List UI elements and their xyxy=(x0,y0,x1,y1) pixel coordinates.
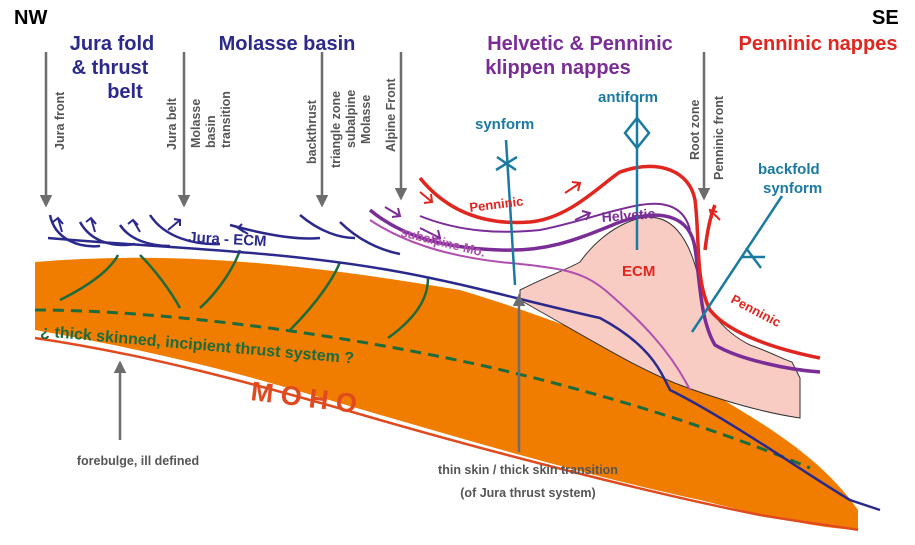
jura-heading-3: belt xyxy=(107,81,143,103)
jura-heading-2: & thrust xyxy=(72,57,149,79)
molasse-transition-label-1: Molasse xyxy=(189,99,203,148)
penninic-heading: Penninic nappes xyxy=(739,33,898,55)
penninic-front-label: Penninic front xyxy=(712,95,726,180)
backthrust-label: backthrust xyxy=(305,99,319,164)
synform-label: synform xyxy=(475,116,534,133)
triangle-label-2: subalpine xyxy=(344,90,358,148)
transition-label-2: (of Jura thrust system) xyxy=(460,486,595,500)
jura-ecm-label: Jura - ECM xyxy=(188,229,267,250)
alpine-front-label: Alpine Front xyxy=(384,78,398,152)
molasse-heading: Molasse basin xyxy=(219,33,356,55)
transition-label-1: thin skin / thick skin transition xyxy=(438,463,618,477)
backfold-label-1: backfold xyxy=(758,161,820,178)
jura-belt-label: Jura belt xyxy=(165,97,179,150)
triangle-label-1: triangle zone xyxy=(329,91,343,168)
penninic-upper-label: Penninic xyxy=(469,193,525,214)
antiform-label: antiform xyxy=(598,89,658,106)
forebulge-label: forebulge, ill defined xyxy=(77,454,199,468)
root-zone-label: Root zone xyxy=(688,100,702,160)
helvetic-heading-1: Helvetic & Penninic xyxy=(487,33,673,55)
triangle-label-3: Molasse xyxy=(359,95,373,144)
se-label: SE xyxy=(872,7,899,29)
ecm-label: ECM xyxy=(622,263,655,280)
nw-label: NW xyxy=(14,7,47,29)
molasse-transition-label-3: transition xyxy=(219,91,233,148)
backfold-label-2: synform xyxy=(763,180,822,197)
jura-heading-1: Jura fold xyxy=(70,33,154,55)
helvetic-heading-2: klippen nappes xyxy=(485,57,631,79)
jura-front-label: Jura front xyxy=(53,91,67,150)
molasse-transition-label-2: basin xyxy=(204,115,218,148)
penninic-lower-label: Penninic xyxy=(729,291,784,330)
